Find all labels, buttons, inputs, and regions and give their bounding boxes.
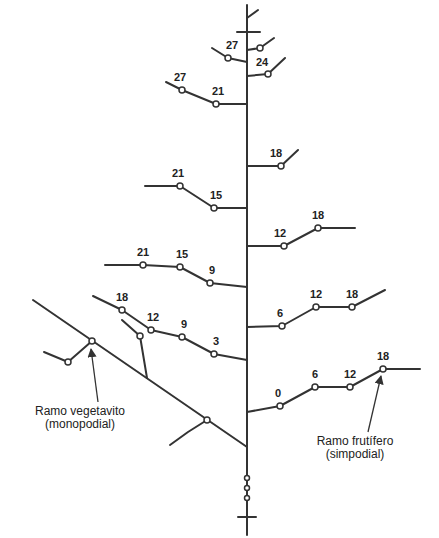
fruiting-branch xyxy=(166,82,247,104)
day-number: 18 xyxy=(269,147,283,159)
day-number: 27 xyxy=(225,39,239,51)
fruiting-branch xyxy=(105,265,247,287)
day-number: 9 xyxy=(180,318,188,330)
main-stem xyxy=(246,5,248,535)
day-number: 15 xyxy=(175,248,189,260)
day-number: 12 xyxy=(146,311,160,323)
vegetative-subbranch xyxy=(170,420,207,445)
day-number: 27 xyxy=(173,71,187,83)
day-number: 12 xyxy=(343,368,357,380)
day-number: 15 xyxy=(209,189,223,201)
day-number: 21 xyxy=(211,85,225,97)
day-number: 18 xyxy=(345,288,359,300)
day-number: 18 xyxy=(311,209,325,221)
day-number: 6 xyxy=(276,307,284,319)
fruiting-branch xyxy=(93,296,247,360)
day-number: 18 xyxy=(115,291,129,303)
leader-arrow xyxy=(368,376,381,432)
fruiting-branch xyxy=(247,369,420,412)
day-number: 12 xyxy=(309,288,323,300)
apex xyxy=(247,10,258,18)
day-number: 9 xyxy=(208,264,216,276)
fruit-nodes xyxy=(65,45,386,501)
fruiting-branch xyxy=(145,186,247,208)
leader-arrow xyxy=(91,349,98,402)
day-number: 6 xyxy=(311,368,319,380)
callout-label: Ramo frutífero (simpodial) xyxy=(304,435,406,461)
day-number: 12 xyxy=(273,227,287,239)
day-number: 18 xyxy=(376,350,390,362)
node-tick xyxy=(237,31,260,33)
day-number: 21 xyxy=(136,246,150,258)
fruiting-branch xyxy=(247,38,274,50)
day-number: 24 xyxy=(255,56,269,68)
vegetative-subbranch xyxy=(122,320,147,378)
day-number: 3 xyxy=(212,335,220,347)
base-tick xyxy=(238,516,256,518)
day-number: 21 xyxy=(171,167,185,179)
day-number: 0 xyxy=(274,387,282,399)
fruiting-branch xyxy=(247,228,355,246)
callout-label: Ramo vegetavito (monopodial) xyxy=(24,405,136,431)
